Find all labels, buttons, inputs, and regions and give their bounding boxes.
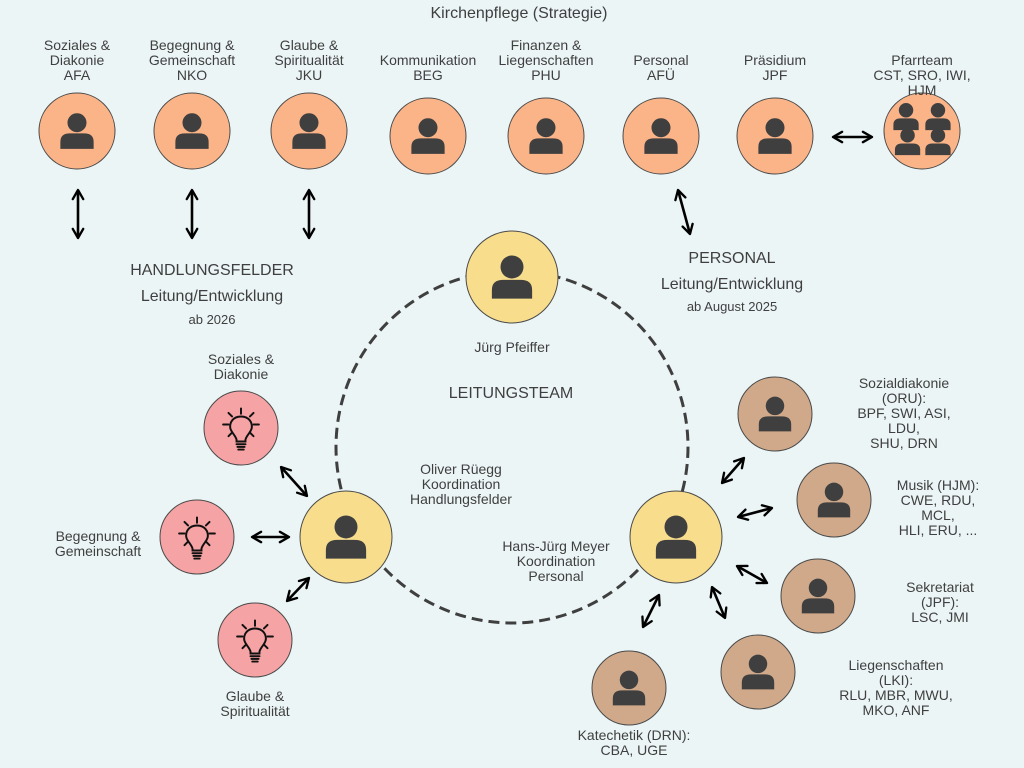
team-label: Musik (HJM): CWE, RDU, MCL, HLI, ERU, ..… xyxy=(896,477,980,538)
diagram-title: Kirchenpflege (Strategie) xyxy=(430,5,608,22)
double-arrow-icon xyxy=(735,564,769,585)
board-member-label: Soziales & Diakonie AFA xyxy=(43,37,111,83)
board-member-6 xyxy=(622,97,700,175)
team-3 xyxy=(780,558,856,634)
handlungsfelder-subtitle: Leitung/Entwicklung xyxy=(140,288,284,305)
double-arrow-icon xyxy=(285,576,311,603)
board-member-4 xyxy=(389,97,467,175)
board-member-1 xyxy=(38,92,116,170)
field-2-circle xyxy=(159,499,235,575)
field-1-circle xyxy=(203,390,279,466)
personal-title: PERSONAL xyxy=(688,250,776,267)
board-member-8-circle xyxy=(883,92,961,170)
team-1 xyxy=(737,376,813,452)
leitungsteam-ring xyxy=(334,269,690,625)
field-1 xyxy=(203,390,279,466)
leader-label-left: Oliver Rüegg Koordination Handlungsfelde… xyxy=(410,461,512,507)
handlungsfelder-note: ab 2026 xyxy=(188,312,236,327)
double-arrow-icon xyxy=(279,465,309,498)
board-member-label: Personal AFÜ xyxy=(633,52,689,83)
double-arrow-icon xyxy=(709,585,728,620)
leader-label-top: Jürg Pfeiffer xyxy=(474,339,550,355)
board-member-label: Glaube & Spiritualität JKU xyxy=(274,37,344,83)
personal-note: ab August 2025 xyxy=(686,299,778,314)
field-label: Glaube & Spiritualität xyxy=(220,688,290,719)
board-member-8 xyxy=(883,92,961,170)
board-member-label: Präsidium JPF xyxy=(743,52,807,83)
team-label: Sekretariat (JPF): LSC, JMI xyxy=(906,579,974,625)
leitungsteam-title: LEITUNGSTEAM xyxy=(448,385,574,402)
board-member-label: Finanzen & Liegenschaften PHU xyxy=(498,37,594,83)
leader-label-right: Hans-Jürg Meyer Koordination Personal xyxy=(502,538,610,584)
board-member-label: Begegnung & Gemeinschaft NKO xyxy=(148,37,236,83)
board-member-7 xyxy=(736,97,814,175)
field-label: Begegnung & Gemeinschaft xyxy=(54,528,142,559)
board-member-label: Kommunikation BEG xyxy=(379,52,477,83)
personal-subtitle: Leitung/Entwicklung xyxy=(660,276,804,293)
leader-right xyxy=(629,490,723,584)
handlungsfelder-title: HANDLUNGSFELDER xyxy=(130,262,294,279)
team-5 xyxy=(591,650,667,726)
field-label: Soziales & Diakonie xyxy=(207,351,275,382)
board-member-label: Pfarrteam CST, SRO, IWI, HJM xyxy=(873,52,971,98)
team-2 xyxy=(796,462,872,538)
board-member-2 xyxy=(153,92,231,170)
team-label: Liegenschaften (LKI): RLU, MBR, MWU, MKO… xyxy=(839,657,953,718)
team-label: Katechetik (DRN): CBA, UGE xyxy=(577,727,691,758)
team-label: Sozialdiakonie (ORU): BPF, SWI, ASI, LDU… xyxy=(857,375,951,451)
double-arrow-icon xyxy=(720,456,746,485)
team-4 xyxy=(720,634,796,710)
double-arrow-icon xyxy=(674,188,694,236)
double-arrow-icon xyxy=(736,504,774,521)
field-3-circle xyxy=(217,602,293,678)
field-3 xyxy=(217,602,293,678)
leader-left xyxy=(299,490,393,584)
double-arrow-icon xyxy=(641,593,661,629)
field-2 xyxy=(159,499,235,575)
board-member-5 xyxy=(507,97,585,175)
leader-top xyxy=(465,230,559,324)
board-member-3 xyxy=(270,92,348,170)
